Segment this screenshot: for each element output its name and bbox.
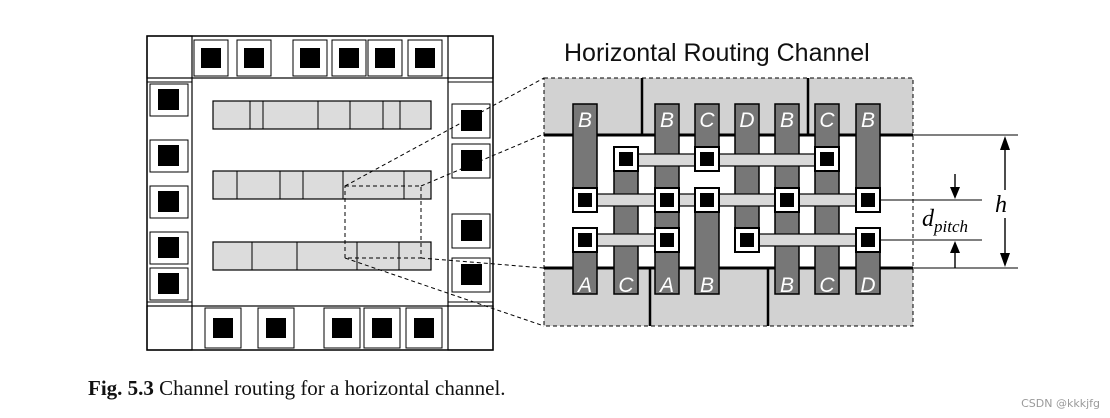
bottom-pin-label: D bbox=[860, 274, 875, 297]
top-pin-label: C bbox=[819, 109, 835, 132]
bottom-pin-label: A bbox=[576, 274, 592, 297]
channel-detail: B B C D B C B A C A B B C D bbox=[543, 77, 914, 327]
bottom-pin-label: B bbox=[700, 274, 714, 297]
bottom-pin-label: A bbox=[658, 274, 674, 297]
dimension-pitch-subscript: pitch bbox=[933, 217, 968, 236]
dimension-pitch-label: dpitch bbox=[922, 206, 968, 236]
figure-caption-text: Channel routing for a horizontal channel… bbox=[159, 376, 506, 400]
top-pin-label: B bbox=[780, 109, 794, 132]
dimension-pitch-d: d bbox=[922, 206, 935, 232]
vias bbox=[572, 146, 881, 253]
top-pin-labels: B B C D B C B bbox=[578, 109, 875, 132]
top-pin-label: D bbox=[739, 109, 754, 132]
figure-caption-label: Fig. 5.3 bbox=[88, 376, 154, 400]
io-pad-left-column bbox=[149, 83, 189, 301]
top-pin-label: B bbox=[660, 109, 674, 132]
cell-row-2 bbox=[212, 170, 432, 200]
channel-detail-frame bbox=[543, 77, 914, 327]
watermark: CSDN @kkkjfg bbox=[1021, 397, 1100, 410]
top-pin-label: C bbox=[699, 109, 715, 132]
io-pad-bottom-row bbox=[204, 307, 443, 349]
cell-row-1 bbox=[212, 100, 432, 130]
top-pin-label: B bbox=[861, 109, 875, 132]
bottom-pin-label: B bbox=[780, 274, 794, 297]
cell-row-3 bbox=[212, 241, 432, 271]
dimension-annotations bbox=[880, 134, 1018, 269]
io-pad-right-column bbox=[451, 103, 491, 293]
figure-caption: Fig. 5.3 Channel routing for a horizonta… bbox=[88, 376, 506, 401]
dimension-h-label: h bbox=[995, 192, 1007, 218]
bottom-pin-label: C bbox=[618, 274, 634, 297]
channel-selection-box bbox=[344, 185, 422, 259]
diagram-title: Horizontal Routing Channel bbox=[564, 39, 870, 67]
bottom-pin-label: C bbox=[819, 274, 835, 297]
chip-floorplan bbox=[146, 35, 494, 351]
io-pad-top-row bbox=[193, 39, 443, 77]
top-pin-label: B bbox=[578, 109, 592, 132]
zoom-connector-lines bbox=[344, 77, 545, 327]
bottom-pin-labels: A C A B B C D bbox=[576, 274, 876, 297]
